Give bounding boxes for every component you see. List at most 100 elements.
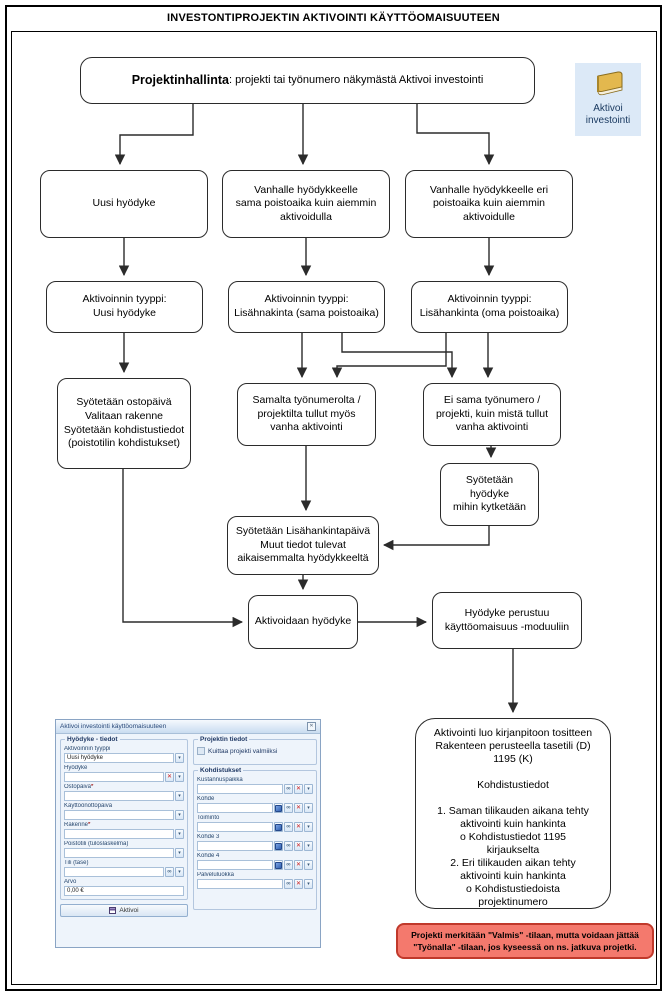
tili-tase-input[interactable] — [64, 867, 164, 877]
ostopaiva-input[interactable] — [64, 791, 174, 801]
group-kohdistukset: Kohdistukset Kustannuspaikka Kohde Toimi… — [193, 767, 317, 910]
field-toiminto: Toiminto — [197, 815, 313, 832]
page-title: INVESTONTIPROJEKTIN AKTIVOINTI KÄYTTÖOMA… — [167, 12, 500, 24]
clear-icon[interactable] — [294, 860, 303, 870]
kayttoonottopaiva-input[interactable] — [64, 810, 174, 820]
field-label: Ostopäivä — [64, 784, 92, 790]
flow-node-vanhalle-sama: Vanhalle hyödykkeelle sama poistoaika ku… — [222, 170, 390, 238]
chevron-down-icon[interactable] — [304, 784, 313, 794]
lookup-icon[interactable] — [284, 860, 293, 870]
field-label: Arvo — [64, 879, 77, 885]
flow-node-aktivoidaan: Aktivoidaan hyödyke — [248, 595, 358, 649]
copy-icon[interactable] — [274, 803, 283, 813]
clear-icon[interactable] — [294, 841, 303, 851]
flow-node-ei-sama: Ei sama työnumero / projekti, kuin mistä… — [423, 383, 561, 446]
kustannuspaikka-input[interactable] — [197, 784, 283, 794]
kuittaa-checkbox[interactable] — [197, 747, 205, 755]
required-mark: * — [88, 822, 91, 828]
chevron-down-icon[interactable] — [304, 860, 313, 870]
field-label: Hyödyke — [64, 765, 88, 771]
lookup-icon[interactable] — [284, 841, 293, 851]
flow-node-syotetaan-ostopaiva: Syötetään ostopäivä Valitaan rakenne Syö… — [57, 378, 191, 469]
palveluluokka-input[interactable] — [197, 879, 283, 889]
clear-icon[interactable] — [294, 803, 303, 813]
field-label: Aktivoinnin tyyppi — [64, 746, 111, 752]
arvo-input[interactable]: 0,00 € — [64, 886, 184, 896]
kohde-4-input[interactable] — [197, 860, 273, 870]
window-titlebar: Aktivoi investointi käyttöomaisuuteen — [56, 720, 320, 734]
copy-icon[interactable] — [274, 822, 283, 832]
hyodyke-input[interactable] — [64, 772, 164, 782]
flow-node-tyyppi-oma: Aktivoinnin tyyppi: Lisähankinta (oma po… — [411, 281, 568, 333]
flow-node-tyyppi-uusi: Aktivoinnin tyyppi: Uusi hyödyke — [46, 281, 203, 333]
lookup-icon[interactable] — [284, 822, 293, 832]
book-icon — [597, 71, 623, 96]
rakenne-input[interactable] — [64, 829, 174, 839]
copy-icon[interactable] — [274, 841, 283, 851]
flow-node-tyyppi-sama: Aktivoinnin tyyppi: Lisähnakinta (sama p… — [228, 281, 385, 333]
field-kohde: Kohde — [197, 796, 313, 813]
chevron-down-icon[interactable] — [175, 867, 184, 877]
flow-node-projektinhallinta: Projektinhallinta: projekti tai työnumer… — [80, 57, 535, 104]
required-mark: * — [91, 784, 94, 790]
flow-node-uusi-hyodyke: Uusi hyödyke — [40, 170, 208, 238]
clear-icon[interactable] — [165, 772, 174, 782]
clear-icon[interactable] — [294, 784, 303, 794]
chevron-down-icon[interactable] — [304, 879, 313, 889]
aktivoi-investointi-label: Aktivoi investointi — [585, 103, 631, 126]
field-hyodyke: Hyödyke — [64, 765, 184, 782]
field-label: Kohde — [197, 796, 215, 802]
field-kustannuspaikka: Kustannuspaikka — [197, 777, 313, 794]
toiminto-input[interactable] — [197, 822, 273, 832]
field-arvo: Arvo 0,00 € — [64, 879, 184, 896]
lookup-icon[interactable] — [284, 803, 293, 813]
lookup-icon[interactable] — [165, 867, 174, 877]
lookup-icon[interactable] — [284, 879, 293, 889]
chevron-down-icon[interactable] — [304, 841, 313, 851]
copy-icon[interactable] — [274, 860, 283, 870]
close-icon[interactable] — [307, 722, 316, 731]
chevron-down-icon[interactable] — [175, 753, 184, 763]
poistotili-input[interactable] — [64, 848, 174, 858]
window-title: Aktivoi investointi käyttöomaisuuteen — [60, 723, 167, 730]
save-icon — [109, 907, 117, 914]
field-aktivoinnin-tyyppi: Aktivoinnin tyyppi Uusi hyödyke — [64, 746, 184, 763]
page-border — [5, 5, 662, 991]
warning-box: Projekti merkitään "Valmis" -tilaan, mut… — [396, 923, 654, 959]
field-tili-tase: Tili (tase) — [64, 860, 184, 877]
group-hyodyke-tiedot: Hyödyke - tiedot Aktivoinnin tyyppi Uusi… — [60, 736, 188, 900]
lookup-icon[interactable] — [284, 784, 293, 794]
group-hyodyke-label: Hyödyke - tiedot — [65, 736, 120, 743]
field-ostopaiva: Ostopäivä* — [64, 784, 184, 801]
chevron-down-icon[interactable] — [175, 810, 184, 820]
kohde-input[interactable] — [197, 803, 273, 813]
clear-icon[interactable] — [294, 822, 303, 832]
aktivoi-button[interactable]: Aktivoi — [60, 904, 188, 917]
chevron-down-icon[interactable] — [175, 848, 184, 858]
chevron-down-icon[interactable] — [304, 822, 313, 832]
field-label: Poistotili (tuloslaskelma) — [64, 841, 129, 847]
clear-icon[interactable] — [294, 879, 303, 889]
flow-node-tosite-note: Aktivointi luo kirjanpitoon tositteen Ra… — [415, 718, 611, 909]
group-kohdistukset-label: Kohdistukset — [198, 767, 244, 774]
field-label: Toiminto — [197, 815, 220, 821]
chevron-down-icon[interactable] — [175, 829, 184, 839]
field-kayttoonottopaiva: Käyttöönottopäivä — [64, 803, 184, 820]
kohde-3-input[interactable] — [197, 841, 273, 851]
field-kohde-4: Kohde 4 — [197, 853, 313, 870]
content-border — [11, 31, 657, 985]
field-kohde-3: Kohde 3 — [197, 834, 313, 851]
field-rakenne: Rakenne* — [64, 822, 184, 839]
aktivoi-investointi-window: Aktivoi investointi käyttöomaisuuteen Hy… — [55, 719, 321, 948]
flow-node-perustuu: Hyödyke perustuu käyttöomaisuus -moduuli… — [432, 592, 582, 649]
kuittaa-checkbox-label: Kuittaa projekti valmiiksi — [208, 747, 278, 755]
field-label: Kohde 3 — [197, 834, 220, 840]
field-label: Kustannuspaikka — [197, 777, 243, 783]
chevron-down-icon[interactable] — [304, 803, 313, 813]
aktivoinnin-tyyppi-input[interactable]: Uusi hyödyke — [64, 753, 174, 763]
chevron-down-icon[interactable] — [175, 791, 184, 801]
aktivoi-investointi-tile: Aktivoi investointi — [575, 63, 641, 136]
chevron-down-icon[interactable] — [175, 772, 184, 782]
